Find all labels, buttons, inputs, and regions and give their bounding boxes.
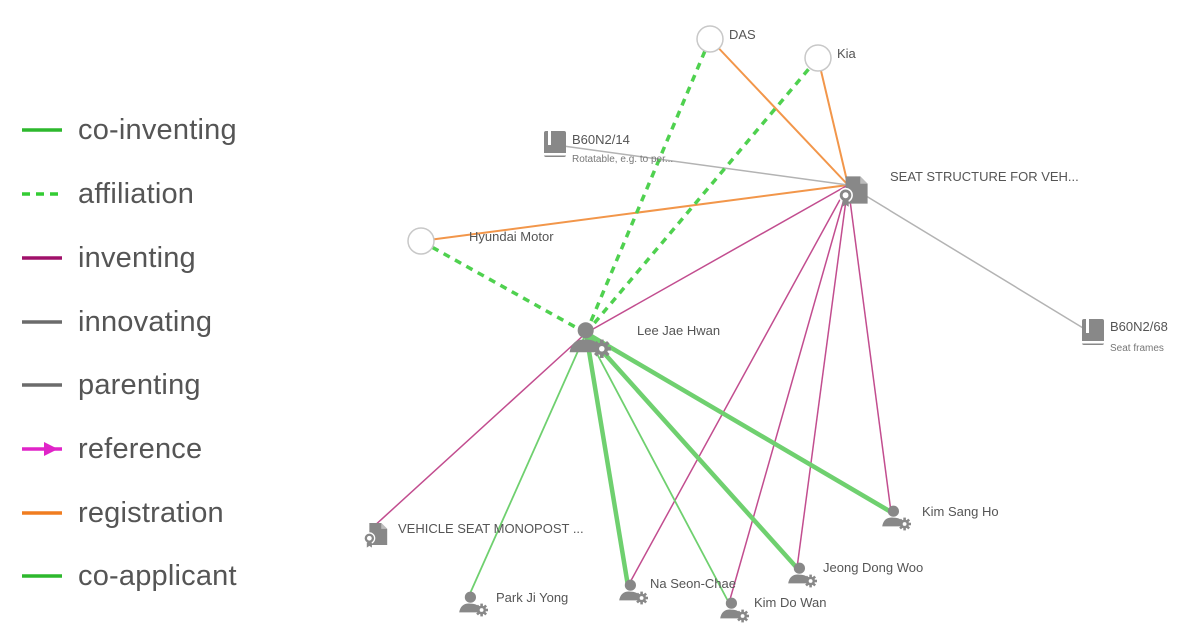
classification-book-icon — [544, 131, 566, 157]
edge-affiliation[interactable] — [420, 239, 587, 335]
person-gear-icon — [788, 562, 817, 588]
edge-affiliation[interactable] — [584, 56, 820, 335]
person-gear-icon — [619, 579, 648, 605]
node-person[interactable]: Jeong Dong Woo — [788, 560, 923, 588]
org-circle-icon — [407, 227, 435, 255]
node-label: Hyundai Motor — [469, 229, 554, 244]
legend-item-registration: registration — [22, 493, 224, 533]
edge-co-inventing[interactable] — [583, 332, 631, 587]
node-label: Jeong Dong Woo — [823, 560, 923, 575]
node-person[interactable]: Kim Do Wan — [720, 595, 826, 623]
person-gear-icon — [569, 322, 611, 358]
node-label: Kim Sang Ho — [922, 504, 999, 519]
edge-co-inventing[interactable] — [584, 331, 799, 570]
legend-label: reference — [78, 432, 203, 465]
edge-co-inventing[interactable] — [584, 331, 893, 514]
node-label: Na Seon-Chae — [650, 576, 736, 591]
edge-affiliation[interactable] — [584, 38, 712, 334]
node-sublabel: Seat frames — [1110, 343, 1164, 354]
edge-inventing[interactable] — [796, 184, 849, 569]
person-gear-icon — [720, 597, 749, 623]
legend-item-innovating: innovating — [22, 302, 212, 342]
node-label: Park Ji Yong — [496, 590, 568, 605]
node-org[interactable]: Kia — [804, 44, 857, 72]
edge-inventing[interactable] — [627, 184, 849, 587]
node-label: B60N2/14 — [572, 132, 630, 147]
person-gear-icon — [882, 505, 911, 531]
node-person[interactable]: Lee Jae Hwan — [569, 322, 721, 358]
edge-registration[interactable] — [709, 38, 849, 186]
legend-item-inventing: inventing — [22, 238, 196, 278]
legend-label: registration — [78, 496, 224, 529]
node-label: Lee Jae Hwan — [637, 323, 720, 338]
legend-swatch-co-inventing — [22, 128, 62, 132]
node-label: Kim Do Wan — [754, 595, 826, 610]
edge-inventing[interactable] — [728, 184, 849, 604]
edge-registration[interactable] — [420, 184, 849, 242]
legend-label: innovating — [78, 305, 213, 338]
node-label: DAS — [729, 27, 756, 42]
legend-swatch-co-applicant — [22, 574, 62, 578]
edge-co-inventing[interactable] — [585, 332, 730, 604]
edge-inventing[interactable] — [371, 332, 587, 529]
edge-innovating[interactable] — [555, 144, 849, 186]
node-patent[interactable]: SEAT STRUCTURE FOR VEH... — [838, 169, 1079, 207]
legend-swatch-inventing — [22, 256, 62, 260]
legend-swatch-reference — [22, 442, 62, 456]
legend-swatch-affiliation — [22, 192, 62, 196]
legend-item-co-inventing: co-inventing — [22, 110, 237, 150]
node-person[interactable]: Na Seon-Chae — [619, 576, 736, 605]
legend-item-reference: reference — [22, 429, 202, 469]
person-gear-icon — [459, 591, 489, 617]
node-label: Kia — [837, 46, 857, 61]
node-label: B60N2/68 — [1110, 319, 1168, 334]
legend-swatch-innovating — [22, 320, 62, 324]
legend-item-parenting: parenting — [22, 365, 201, 405]
legend-swatch-registration — [22, 511, 62, 515]
legend-item-affiliation: affiliation — [22, 174, 194, 214]
org-circle-icon — [804, 44, 832, 72]
org-circle-icon — [696, 25, 724, 53]
legend-label: inventing — [78, 241, 196, 274]
node-sublabel: Rotatable, e.g. to per... — [572, 154, 673, 165]
edge-inventing[interactable] — [585, 184, 849, 334]
legend-label: co-applicant — [78, 559, 237, 592]
legend-item-co-applicant: co-applicant — [22, 556, 237, 596]
patent-document-icon — [838, 176, 868, 207]
legend-label: co-inventing — [78, 113, 237, 146]
node-patent[interactable]: VEHICLE SEAT MONOPOST ... — [363, 521, 584, 548]
edge-registration[interactable] — [817, 57, 849, 186]
node-person[interactable]: Kim Sang Ho — [882, 504, 999, 531]
edge-innovating[interactable] — [847, 184, 1089, 332]
legend-label: parenting — [78, 368, 201, 401]
classification-book-icon — [1082, 319, 1104, 345]
legend-swatch-parenting — [22, 383, 62, 387]
node-org[interactable]: DAS — [696, 25, 756, 53]
node-org[interactable]: Hyundai Motor — [407, 227, 554, 255]
edge-co-inventing[interactable] — [467, 332, 587, 599]
edge-inventing[interactable] — [847, 184, 892, 513]
patent-document-icon — [363, 522, 388, 548]
node-label: VEHICLE SEAT MONOPOST ... — [398, 521, 584, 536]
node-person[interactable]: Park Ji Yong — [459, 590, 568, 617]
edges-layer — [371, 38, 1089, 604]
legend-label: affiliation — [78, 177, 195, 210]
node-label: SEAT STRUCTURE FOR VEH... — [890, 169, 1079, 184]
